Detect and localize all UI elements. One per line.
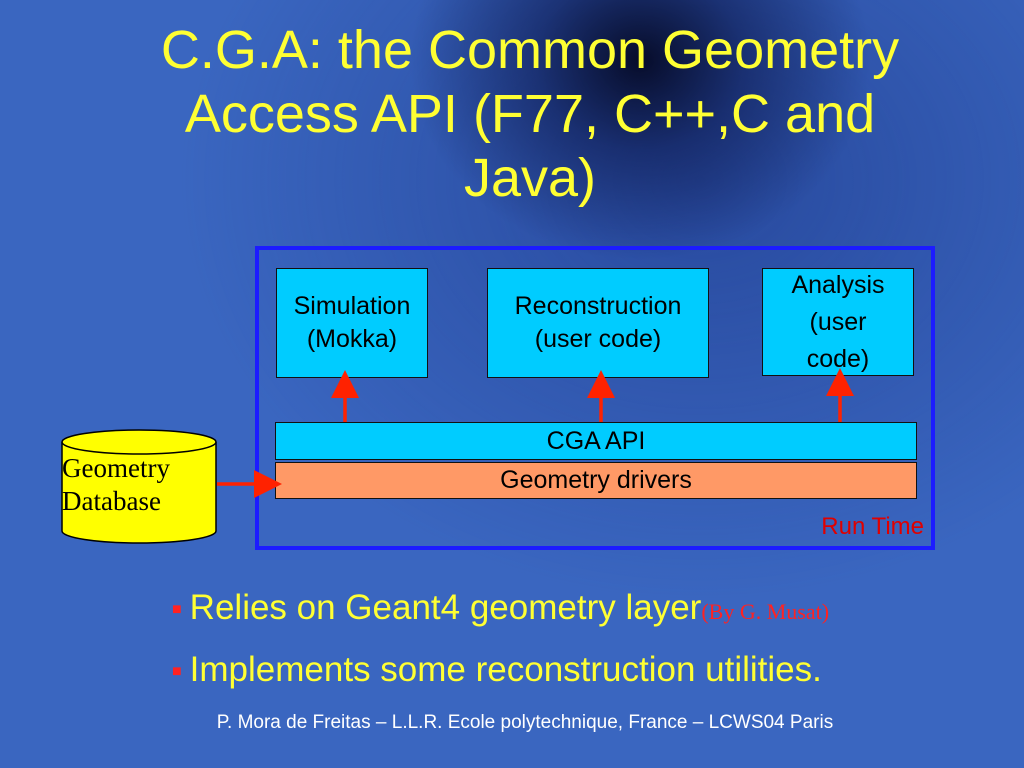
run-time-frame	[255, 246, 935, 550]
database-label: Geometry Database	[62, 452, 218, 518]
analysis-label: Analysis	[791, 270, 885, 299]
database-label-line-2: Database	[62, 486, 161, 516]
simulation-label: Simulation	[293, 292, 411, 320]
reconstruction-sublabel: (user code)	[534, 325, 662, 353]
title-line-2: Access API (F77, C++,C and	[184, 84, 876, 144]
analysis-box: Analysis (user code)	[762, 268, 914, 376]
cga-api-box: CGA API	[275, 422, 917, 460]
slide-title: C.G.A: the Common Geometry Access API (F…	[90, 18, 970, 210]
bullet-text: Relies on Geant4 geometry layer	[189, 588, 702, 627]
cga-api-label: CGA API	[546, 426, 646, 455]
simulation-box: Simulation (Mokka)	[276, 268, 428, 378]
bullet-dot-icon: ■	[172, 662, 182, 680]
analysis-sublabel-1: (user	[809, 307, 867, 336]
bullet-item: ■ Relies on Geant4 geometry layer(By G. M…	[172, 588, 829, 628]
database-label-line-1: Geometry	[62, 453, 170, 483]
bullet-dot-icon: ■	[172, 600, 182, 618]
bullet-credit: (By G. Musat)	[701, 599, 830, 624]
simulation-sublabel: (Mokka)	[306, 325, 398, 353]
bullet-text: Implements some reconstruction utilities…	[189, 650, 822, 689]
title-line-1: C.G.A: the Common Geometry	[160, 20, 900, 80]
footer: P. Mora de Freitas – L.L.R. Ecole polyte…	[216, 712, 834, 733]
database-cylinder	[61, 429, 217, 544]
run-time-label: Run Time	[821, 513, 924, 540]
reconstruction-label: Reconstruction	[514, 292, 682, 320]
geometry-drivers-box: Geometry drivers	[275, 462, 917, 499]
title-line-3: Java)	[463, 148, 597, 208]
analysis-sublabel-2: code)	[806, 344, 870, 373]
geometry-drivers-label: Geometry drivers	[500, 466, 692, 494]
bullet-item: ■ Implements some reconstruction utilitie…	[172, 650, 822, 690]
